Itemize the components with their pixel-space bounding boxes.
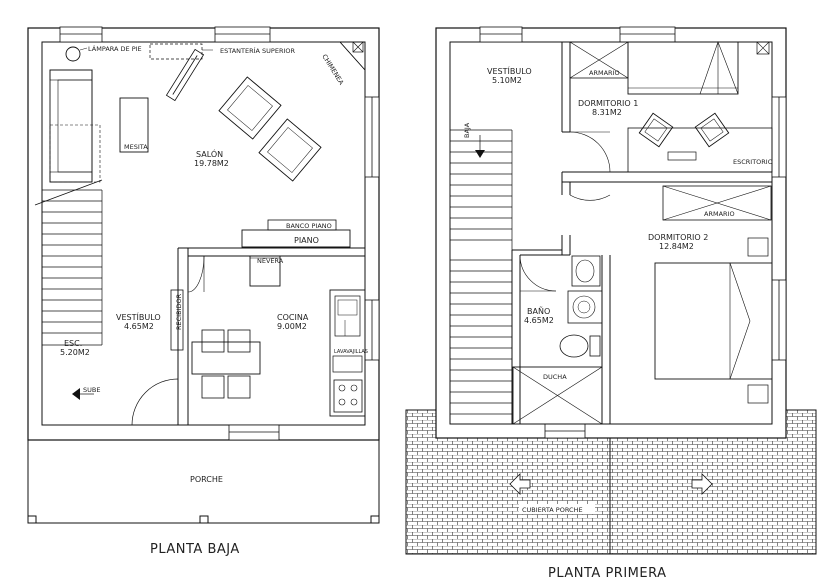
mesita-label: MESITA: [124, 143, 148, 151]
pb-inner-wall: [41, 41, 366, 426]
dormitorio1-label: DORMITORIO 1: [578, 99, 638, 108]
baja-label: BAJA: [463, 122, 471, 138]
dormitorio1-area: 8.31M2: [592, 108, 622, 117]
planta-primera-plan: [435, 26, 787, 439]
pb-stairs: [34, 179, 103, 346]
planta-primera-title: PLANTA PRIMERA: [548, 566, 667, 581]
planta-baja-labels: LÁMPARA DE PIE ESTANTERÍA SUPERIOR CHIME…: [60, 44, 368, 557]
bano-label: BAÑO: [527, 306, 550, 316]
armario1-label: ARMARIO: [589, 69, 620, 77]
pp-vestibulo-label: VESTÍBULO: [487, 65, 532, 76]
recibidor-label: RECIBIDOR: [175, 293, 183, 330]
esc-label: ESC.: [64, 339, 82, 348]
porche-label: PORCHE: [190, 475, 223, 484]
nevera-label: NEVERA: [257, 257, 284, 265]
lavavajillas-label: LAVAVAJILLAS: [334, 349, 368, 355]
planta-primera-labels: VESTÍBULO 5.10M2 ARMARIO DORMITORIO 1 8.…: [463, 65, 773, 581]
armario2-label: ARMARIO: [704, 210, 735, 218]
salon-area: 19.78M2: [194, 159, 229, 168]
planta-baja-plan: [27, 26, 380, 524]
piano-label: PIANO: [294, 236, 319, 245]
pb-outer-wall: [27, 27, 380, 441]
lampara-label: LÁMPARA DE PIE: [88, 44, 142, 53]
salon-label: SALÓN: [196, 148, 223, 159]
ducha-label: DUCHA: [543, 373, 567, 381]
pb-vestibulo-label: VESTÍBULO: [116, 311, 161, 322]
cocina-label: COCINA: [277, 313, 309, 322]
esc-area: 5.20M2: [60, 348, 90, 357]
pb-vestibulo-area: 4.65M2: [124, 322, 154, 331]
banco-piano-label: BANCO PIANO: [286, 222, 332, 230]
pp-outer-wall: [435, 27, 787, 439]
dormitorio2-label: DORMITORIO 2: [648, 233, 708, 242]
estanteria-label: ESTANTERÍA SUPERIOR: [220, 46, 295, 55]
bano-area: 4.65M2: [524, 316, 554, 325]
planta-baja-title: PLANTA BAJA: [150, 542, 240, 557]
escritorio-label: ESCRITORIO: [733, 158, 773, 166]
pb-windows: [59, 26, 380, 441]
sube-label: SUBE: [83, 386, 100, 394]
cocina-area: 9.00M2: [277, 322, 307, 331]
pp-vestibulo-area: 5.10M2: [492, 76, 522, 85]
dormitorio2-area: 12.84M2: [659, 242, 694, 251]
cubierta-porche-label: CUBIERTA PORCHE: [522, 506, 583, 514]
chimenea-label: CHIMENEA: [320, 53, 345, 87]
